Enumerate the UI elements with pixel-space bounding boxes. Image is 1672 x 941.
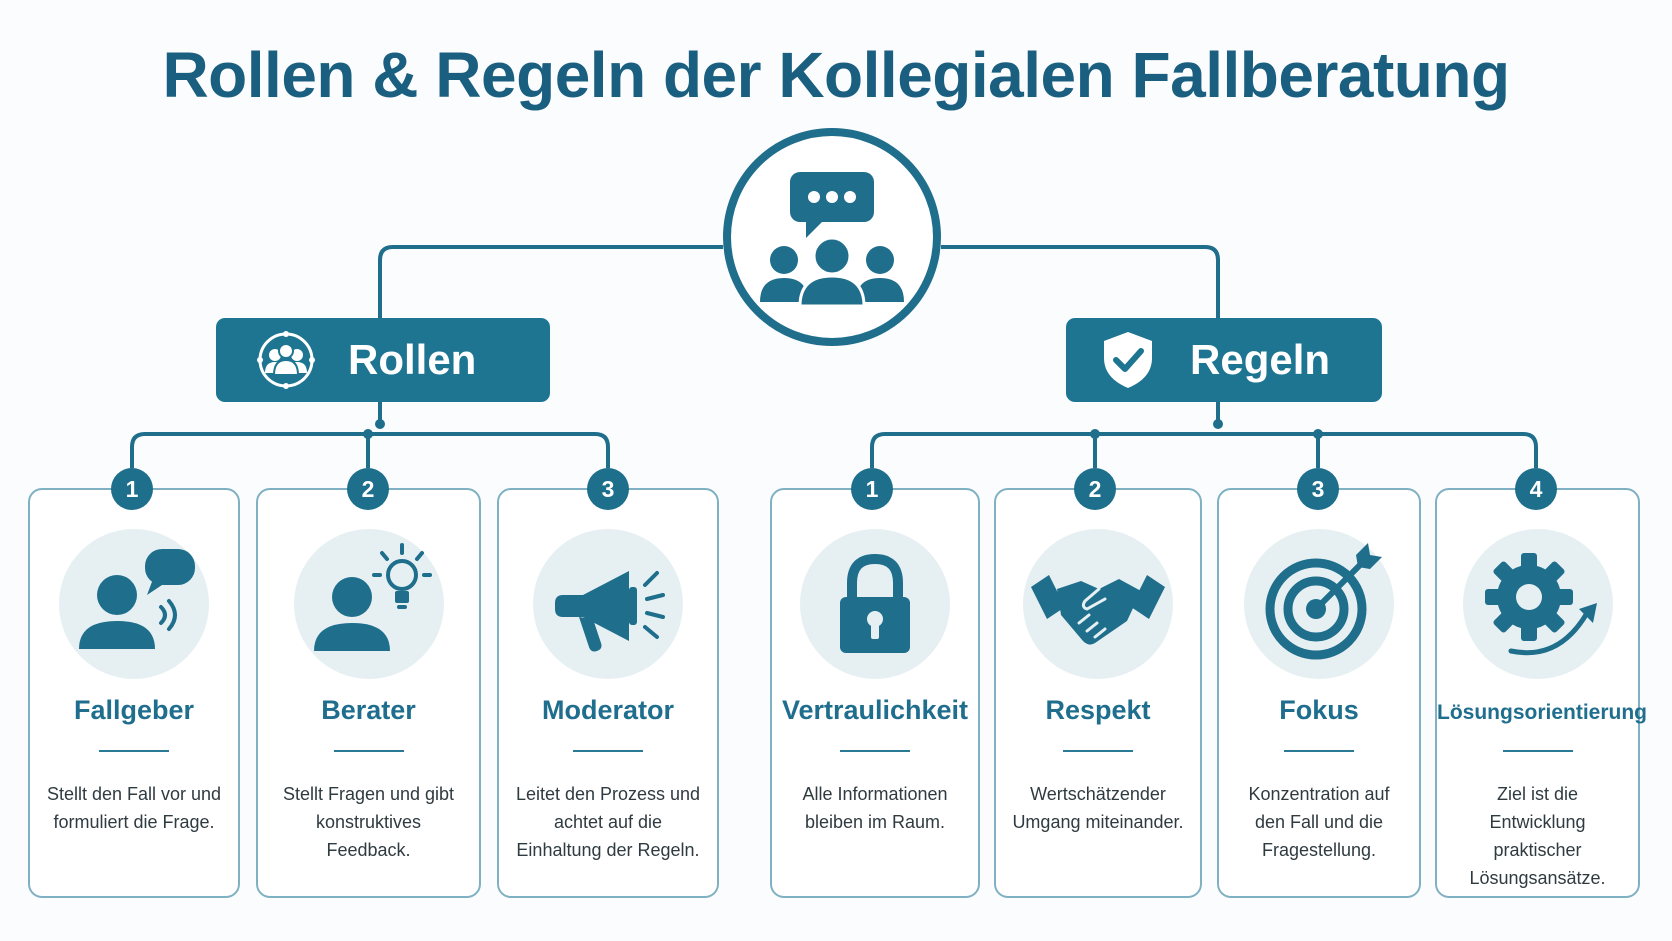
- divider: [333, 750, 404, 752]
- regeln-header: Regeln: [1066, 318, 1382, 402]
- role-number-badge: 3: [587, 468, 629, 510]
- role-title: Moderator: [541, 695, 674, 725]
- role-description: Stellt den Fall vor und formuliert die F…: [46, 784, 222, 832]
- role-title: Fallgeber: [73, 695, 195, 725]
- padlock-icon: [800, 529, 950, 679]
- rule-number-badge: 4: [1515, 468, 1557, 510]
- rollen-label: Rollen: [348, 336, 477, 383]
- rule-title: Fokus: [1279, 695, 1359, 725]
- target-icon: [1244, 529, 1394, 679]
- hub-circle: [723, 128, 941, 346]
- rule-description: Ziel ist die Entwicklung praktischer Lös…: [1469, 784, 1606, 888]
- rule-title: Lösungsorientierung: [1437, 701, 1647, 724]
- page-title: Rollen & Regeln der Kollegialen Fallbera…: [162, 39, 1510, 111]
- rule-number-badge: 1: [851, 468, 893, 510]
- rule-title: Respekt: [1045, 695, 1151, 725]
- group-discussion-icon: [752, 160, 912, 315]
- megaphone-icon: [533, 529, 683, 679]
- rule-number-badge: 2: [1074, 468, 1116, 510]
- divider: [840, 750, 910, 752]
- person-lightbulb-icon: [293, 529, 444, 679]
- rule-card-vertraulichkeit: Vertraulichkeit Alle Informationen bleib…: [770, 488, 980, 898]
- divider: [573, 750, 643, 752]
- rule-description: Alle Informationen bleiben im Raum.: [802, 784, 948, 832]
- role-description: Stellt Fragen und gibt konstruktives Fee…: [282, 784, 455, 860]
- rule-card-loesungsorientierung: Lösungsorientierung Ziel ist die Entwick…: [1435, 488, 1647, 898]
- gear-arrow-icon: [1462, 529, 1613, 679]
- divider: [1063, 750, 1133, 752]
- shield-check-icon: [1102, 330, 1154, 390]
- role-card-berater: Berater Stellt Fragen und gibt konstrukt…: [256, 488, 481, 898]
- role-title: Berater: [321, 695, 416, 725]
- role-description: Leitet den Prozess und achtet auf die Ei…: [515, 784, 701, 860]
- rollen-header: Rollen: [216, 318, 550, 402]
- rule-description: Wertschätzender Umgang miteinander.: [1012, 784, 1184, 832]
- rule-card-fokus: Fokus Konzentration auf den Fall und die…: [1217, 488, 1421, 898]
- role-number-badge: 2: [347, 468, 389, 510]
- rule-card-respekt: Respekt Wertschätzender Umgang miteinand…: [994, 488, 1202, 898]
- role-card-fallgeber: Fallgeber Stellt den Fall vor und formul…: [28, 488, 240, 898]
- divider: [99, 750, 169, 752]
- speaking-person-icon: [59, 529, 209, 679]
- divider: [1502, 750, 1573, 752]
- team-circle-icon: [256, 330, 316, 390]
- role-number-badge: 1: [111, 468, 153, 510]
- handshake-icon: [1023, 529, 1173, 679]
- divider: [1284, 750, 1354, 752]
- rule-number-badge: 3: [1297, 468, 1339, 510]
- regeln-label: Regeln: [1190, 336, 1331, 383]
- rule-title: Vertraulichkeit: [781, 695, 969, 725]
- rule-description: Konzentration auf den Fall und die Frage…: [1248, 784, 1390, 860]
- role-card-moderator: Moderator Leitet den Prozess und achtet …: [497, 488, 719, 898]
